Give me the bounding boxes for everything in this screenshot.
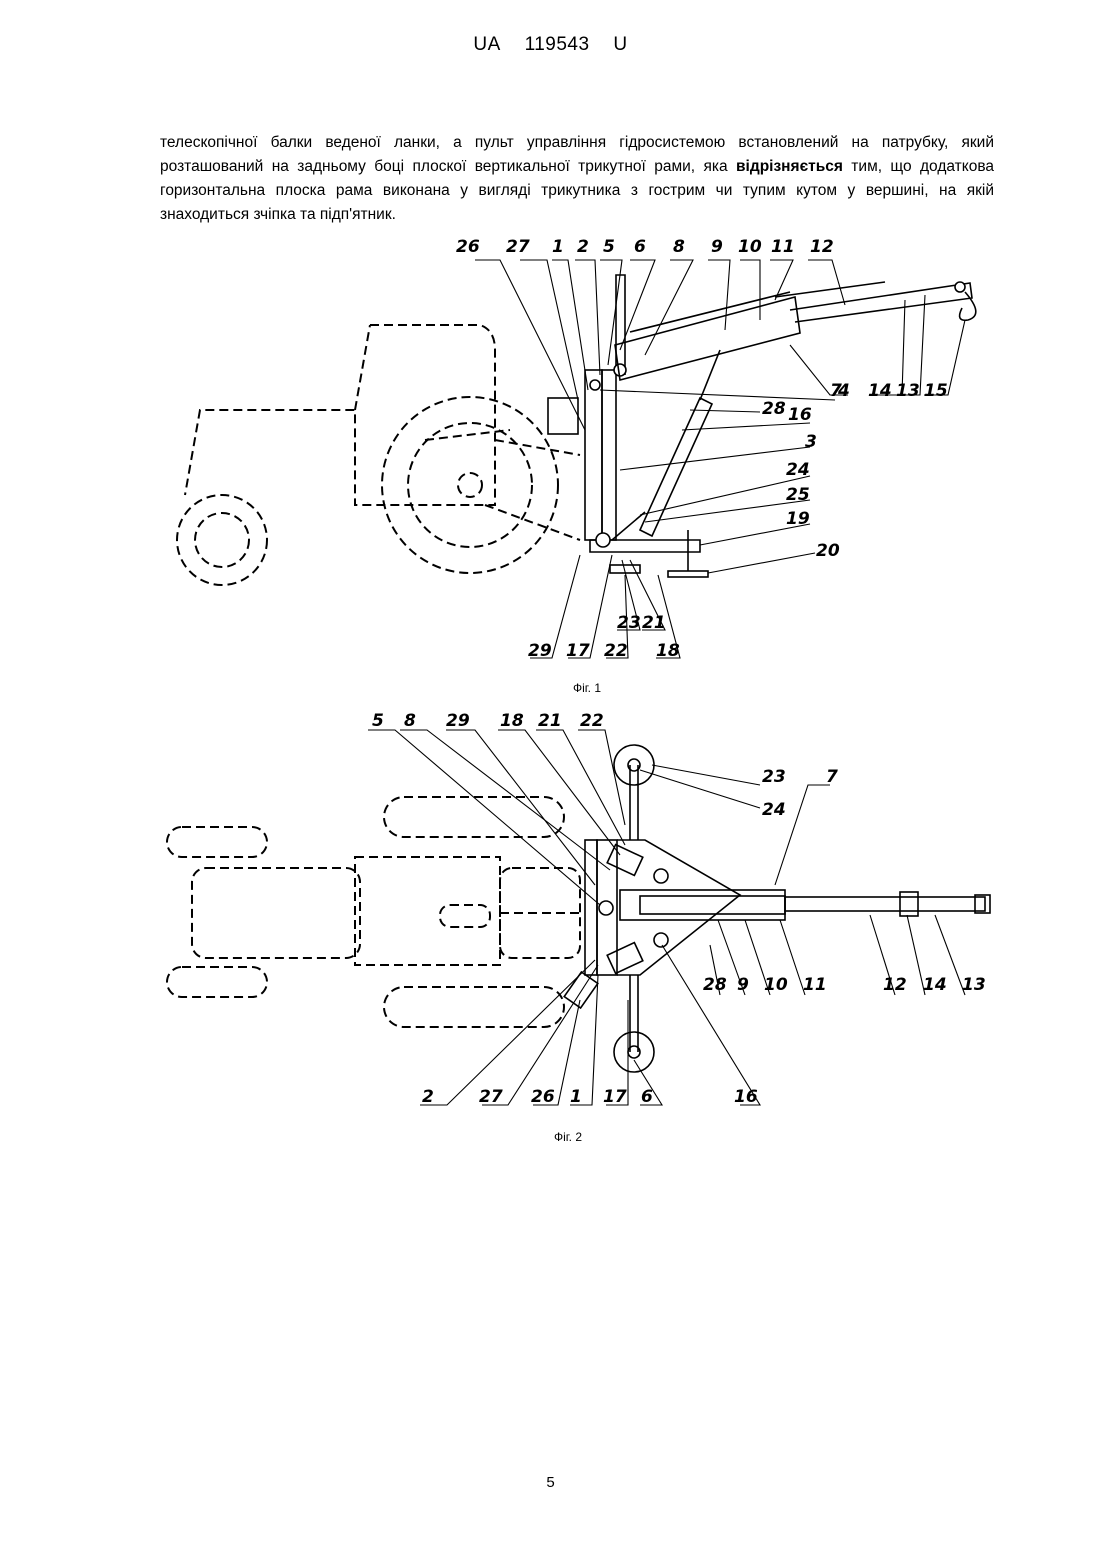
label-5: 5: [372, 711, 384, 731]
label-2: 2: [422, 1087, 434, 1107]
label-8: 8: [404, 711, 416, 731]
label-10: 10: [764, 975, 788, 995]
figure-2-drawing: 5 8 29 18 21 22 23 7 24 28 9 10 11 12 14…: [0, 0, 1101, 1160]
label-9: 9: [737, 975, 749, 995]
page-number: 5: [0, 1474, 1101, 1491]
label-7: 7: [826, 767, 838, 787]
label-16: 16: [734, 1087, 758, 1107]
label-17: 17: [603, 1087, 627, 1107]
leader-lines-fig2: [368, 730, 965, 1105]
label-12: 12: [883, 975, 907, 995]
label-14: 14: [923, 975, 947, 995]
label-29: 29: [446, 711, 470, 731]
label-13: 13: [962, 975, 986, 995]
label-27: 27: [479, 1087, 503, 1107]
label-26: 26: [531, 1087, 555, 1107]
boom-fig2: [620, 869, 990, 947]
label-23: 23: [762, 767, 786, 787]
label-1: 1: [570, 1087, 582, 1107]
label-18: 18: [500, 711, 524, 731]
label-28: 28: [703, 975, 727, 995]
figure-2-caption: Фіг. 2: [518, 1130, 618, 1144]
tractor-outline-fig2: [167, 797, 580, 1027]
label-6: 6: [641, 1087, 653, 1107]
label-11: 11: [803, 975, 827, 995]
label-21: 21: [538, 711, 562, 731]
label-22: 22: [580, 711, 604, 731]
label-24: 24: [762, 800, 786, 820]
